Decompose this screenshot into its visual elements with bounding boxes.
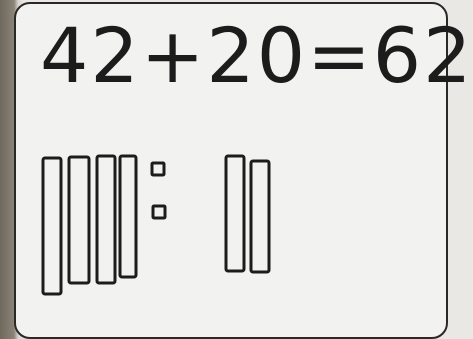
ones-unit <box>150 161 166 177</box>
ones-unit <box>151 204 167 220</box>
tens-rod <box>67 155 91 285</box>
base-ten-blocks-drawing <box>41 154 271 296</box>
tens-rod <box>224 154 246 273</box>
tens-rod <box>118 154 138 279</box>
handwritten-equation: 42+20=62 <box>40 11 473 100</box>
tens-rod <box>95 154 117 285</box>
tens-rod <box>41 156 63 296</box>
tens-rod <box>249 159 271 274</box>
